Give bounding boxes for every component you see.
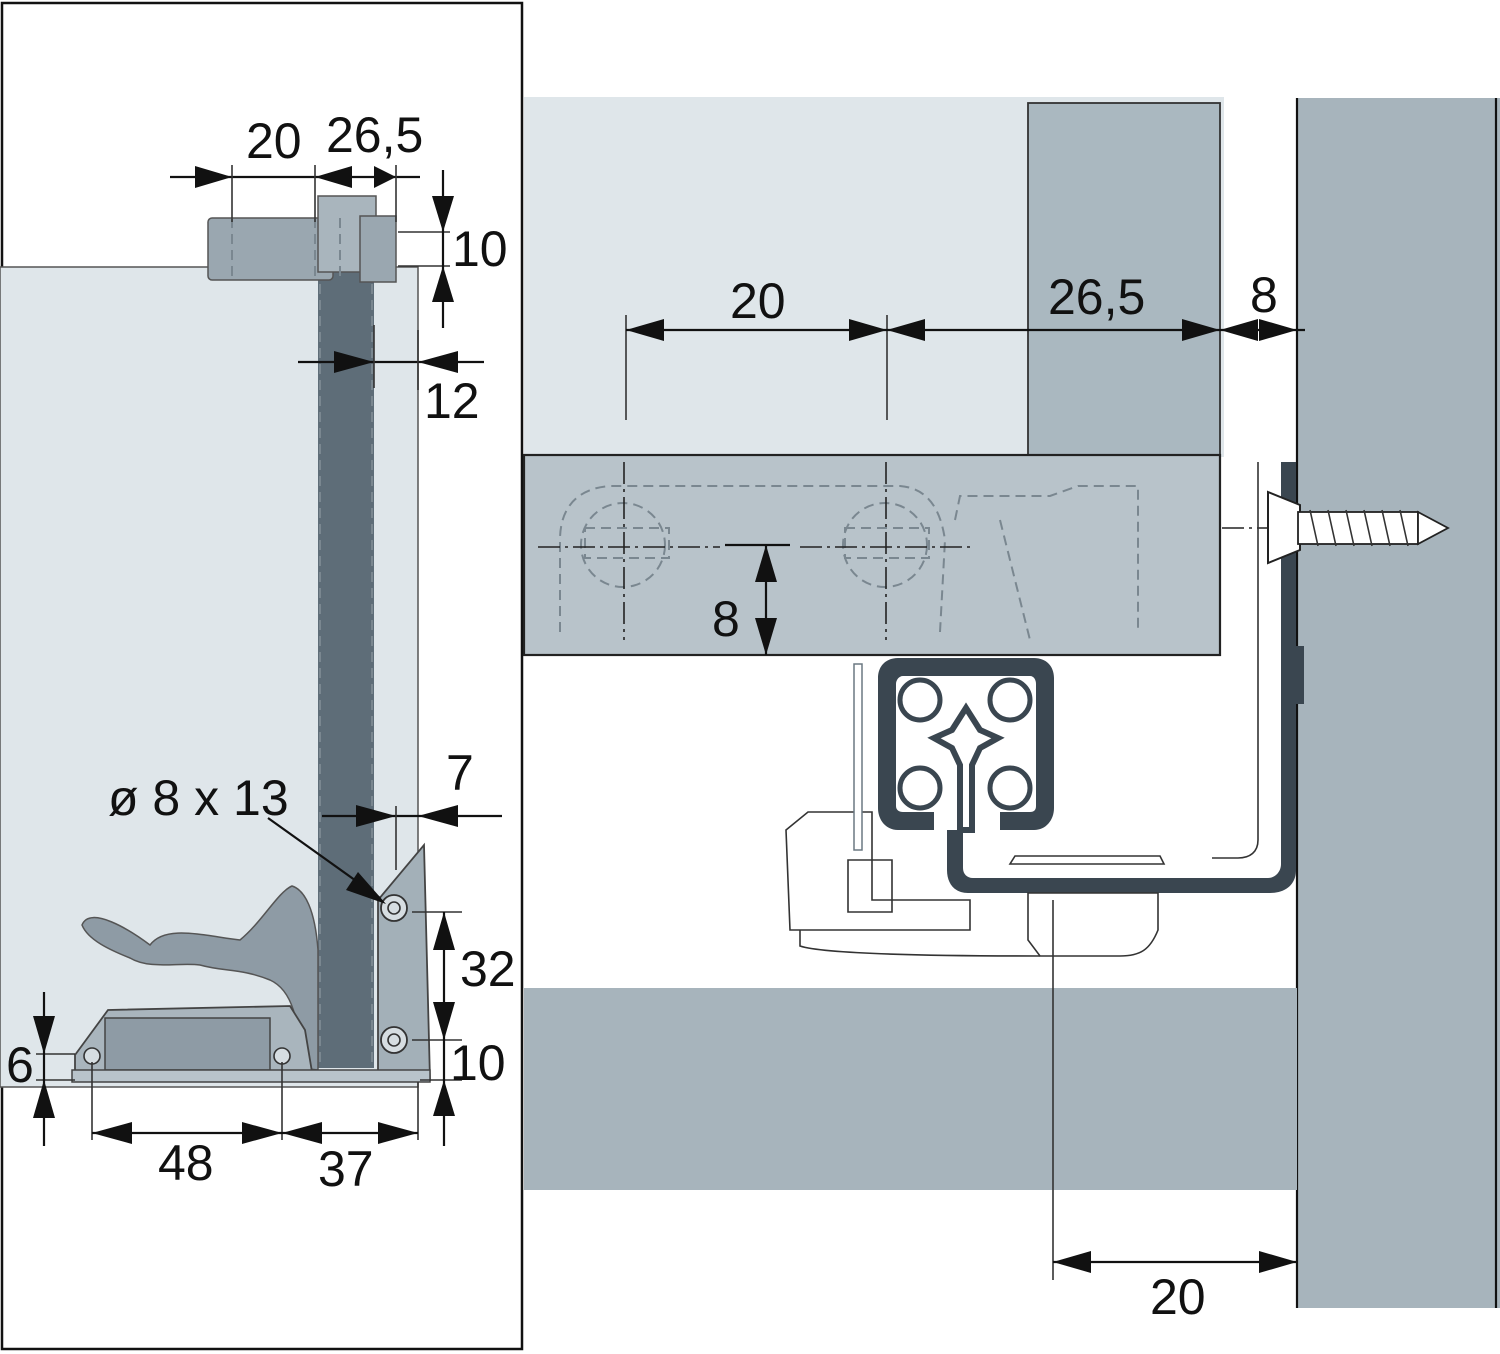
runner-housing-outline <box>785 663 1166 957</box>
dim-left-7: 7 <box>446 745 474 801</box>
dim-right-bottom-20: 20 <box>1150 1269 1206 1325</box>
right-section-view: 8 20 26,5 8 <box>522 97 1500 1325</box>
drawer-bottom-slab <box>522 453 1222 657</box>
dim-right-26-5: 26,5 <box>1048 269 1145 325</box>
vertical-bar <box>318 268 374 1068</box>
upper-screw-hole-icon <box>380 894 408 922</box>
lower-screw-hole-icon <box>380 1026 408 1054</box>
dim-left-top-20: 20 <box>246 113 302 169</box>
dim-right-8-height: 8 <box>712 591 740 647</box>
dim-left-48: 48 <box>158 1135 214 1191</box>
dim-left-6: 6 <box>6 1037 34 1093</box>
dim-right-8-gap: 8 <box>1250 267 1278 323</box>
base-screw-left-icon <box>83 1047 101 1065</box>
dim-left-12: 12 <box>424 373 480 429</box>
wood-screw-icon <box>1267 490 1450 565</box>
dim-left-top-10: 10 <box>452 221 508 277</box>
drawer-side-section <box>1027 102 1221 456</box>
dim-left-32: 32 <box>460 941 516 997</box>
dim-left-37: 37 <box>318 1141 374 1197</box>
bottom-panel <box>524 988 1297 1190</box>
cabinet-wall <box>1297 98 1500 1308</box>
bottom-bracket <box>377 842 431 1082</box>
left-side-view: 20 26,5 10 12 7 ø 8 x 13 32 <box>0 1 524 1351</box>
top-bracket <box>207 195 397 283</box>
dim-left-bottom-10: 10 <box>450 1035 506 1091</box>
dim-right-20: 20 <box>730 273 786 329</box>
base-plate <box>71 1005 431 1083</box>
dim-left-top-26-5: 26,5 <box>326 107 423 163</box>
hole-spec-label: ø 8 x 13 <box>108 770 289 826</box>
ball-bearing-runner <box>878 658 1054 833</box>
base-screw-right-icon <box>273 1047 291 1065</box>
locking-lever <box>81 885 319 1071</box>
